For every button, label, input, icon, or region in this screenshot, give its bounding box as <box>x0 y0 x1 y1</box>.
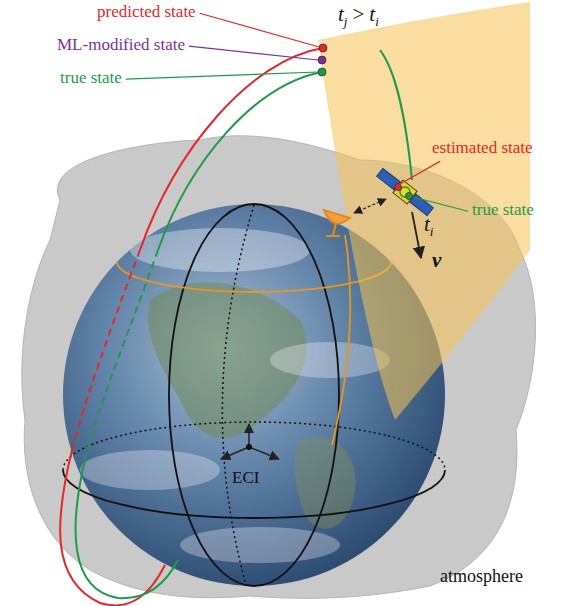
axis-arrow <box>221 447 249 459</box>
true-orbit-hidden <box>86 250 158 455</box>
time-subscript: i <box>430 224 434 240</box>
leader-line <box>126 72 318 79</box>
satellite-body <box>393 180 417 204</box>
time-symbol: t <box>424 212 430 237</box>
true-orbit <box>380 50 412 180</box>
meridian-back-line <box>222 205 254 585</box>
tracking-link <box>354 199 386 213</box>
leader-line <box>189 46 318 60</box>
meridian-track <box>332 235 350 445</box>
frame-label: ECI <box>232 468 259 488</box>
state-label: true state <box>60 68 122 88</box>
equator-back-line <box>63 422 445 470</box>
state-label: predicted state <box>97 2 196 22</box>
leader-line <box>413 197 468 211</box>
ml-state-dot <box>318 56 326 64</box>
velocity-arrow <box>412 212 421 258</box>
leader-line <box>400 161 440 184</box>
cloud-band <box>270 342 390 378</box>
axis-arrow <box>249 447 279 459</box>
true-state-dot <box>318 68 326 76</box>
time-symbol: t <box>338 2 344 27</box>
state-label: estimated state <box>432 138 533 158</box>
state-label: true state <box>472 200 534 220</box>
cloud-band <box>80 450 220 490</box>
antenna-dish <box>324 210 350 223</box>
eci-origin <box>246 444 252 450</box>
predicted-orbit-hidden <box>72 250 140 450</box>
true-state-dot <box>406 193 413 200</box>
true-orbit <box>158 72 322 250</box>
time-subscript: i <box>375 14 379 30</box>
antenna-base <box>326 235 340 237</box>
estimated-state-dot <box>395 184 402 191</box>
eci-axes <box>221 424 279 459</box>
satellite-icon <box>375 166 435 218</box>
time-subscript: j <box>344 14 348 30</box>
meridian-line <box>169 204 339 586</box>
predicted-state-dot <box>319 44 327 52</box>
velocity-symbol: v <box>432 248 441 273</box>
region-label: atmosphere <box>440 566 523 588</box>
cloud-band <box>180 527 340 563</box>
predicted-orbit <box>140 48 323 250</box>
leader-line <box>200 13 319 47</box>
ground-station <box>324 210 350 236</box>
true-orbit <box>76 455 178 598</box>
axis-arrow <box>248 424 250 447</box>
antenna-stand <box>333 223 336 235</box>
comparison-sign: > <box>352 2 364 27</box>
state-label: ML-modified state <box>57 35 185 55</box>
time-symbol: t <box>369 2 375 27</box>
